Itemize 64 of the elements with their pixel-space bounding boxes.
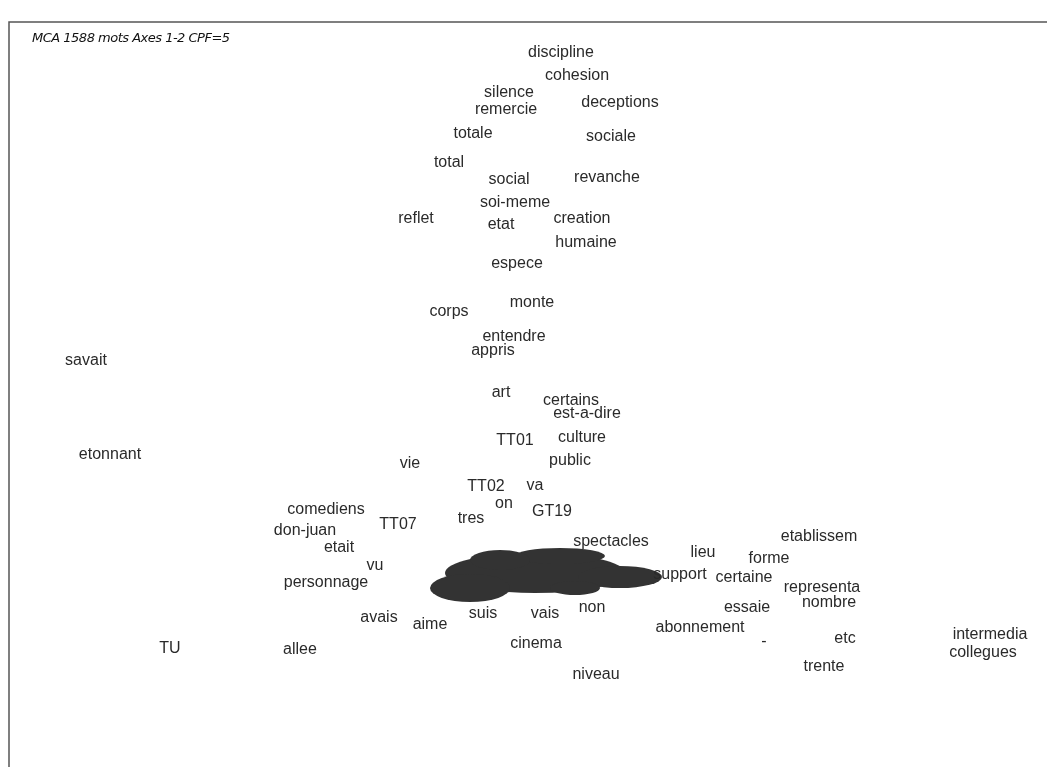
word-label: corps [429, 303, 469, 319]
word-label: vu [366, 557, 384, 573]
word-label: reflet [398, 210, 434, 226]
word-label: deceptions [581, 94, 659, 110]
word-label: vais [530, 605, 560, 621]
word-label: savait [65, 352, 107, 368]
word-label: don-juan [273, 522, 337, 538]
word-label: cohesion [545, 67, 609, 83]
word-label: sociale [586, 128, 636, 144]
word-label: trente [803, 658, 845, 674]
word-label: abonnement [655, 619, 745, 635]
word-label: tres [457, 510, 485, 526]
word-label: on [495, 495, 513, 511]
word-label: representa [783, 579, 861, 595]
word-label: - [761, 633, 767, 649]
word-label: TU [159, 640, 181, 656]
word-label: art [491, 384, 511, 400]
word-label: TT01 [496, 432, 534, 448]
word-label: totale [453, 125, 493, 141]
word-label: monte [509, 294, 555, 310]
word-label: humaine [555, 234, 617, 250]
word-label: non [578, 599, 606, 615]
word-label: public [549, 452, 591, 468]
word-label: entendre [482, 328, 546, 344]
word-label: espece [491, 255, 543, 271]
word-label: culture [558, 429, 606, 445]
word-label: silence [484, 84, 534, 100]
word-label: discipline [528, 44, 594, 60]
word-label: vie [399, 455, 421, 471]
word-label: etonnant [78, 446, 142, 462]
word-label: intermedia [952, 626, 1028, 642]
plot-title: MCA 1588 mots Axes 1-2 CPF=5 [32, 30, 230, 45]
word-label: etc [834, 630, 856, 646]
word-label: revanche [574, 169, 640, 185]
word-label: suis [468, 605, 498, 621]
word-label: etablissem [780, 528, 858, 544]
word-label: va [526, 477, 544, 493]
word-label: lieu [690, 544, 716, 560]
word-label: personnage [283, 574, 369, 590]
word-label: cinema [510, 635, 562, 651]
word-label: spectacles [573, 533, 649, 549]
word-label: TT07 [379, 516, 417, 532]
word-label: certains [543, 392, 599, 408]
word-label: comediens [287, 501, 365, 517]
word-label: soi-meme [479, 194, 551, 210]
word-label: appris [471, 342, 515, 358]
word-label: TT02 [467, 478, 505, 494]
word-label: remercie [474, 101, 538, 117]
word-label: niveau [572, 666, 620, 682]
word-label: est-a-dire [553, 405, 621, 421]
word-label: etait [323, 539, 355, 555]
word-label: etat [487, 216, 515, 232]
word-label: certaine [715, 569, 773, 585]
word-label: collegues [949, 644, 1017, 660]
word-label: forme [748, 550, 790, 566]
word-label: allee [283, 641, 317, 657]
word-label: aime [412, 616, 448, 632]
word-label: avais [360, 609, 398, 625]
word-label: essaie [723, 599, 771, 615]
word-label: GT19 [532, 503, 572, 519]
word-label: total [433, 154, 465, 170]
word-label: nombre [801, 594, 857, 610]
word-label: social [488, 171, 530, 187]
word-label: creation [553, 210, 611, 226]
